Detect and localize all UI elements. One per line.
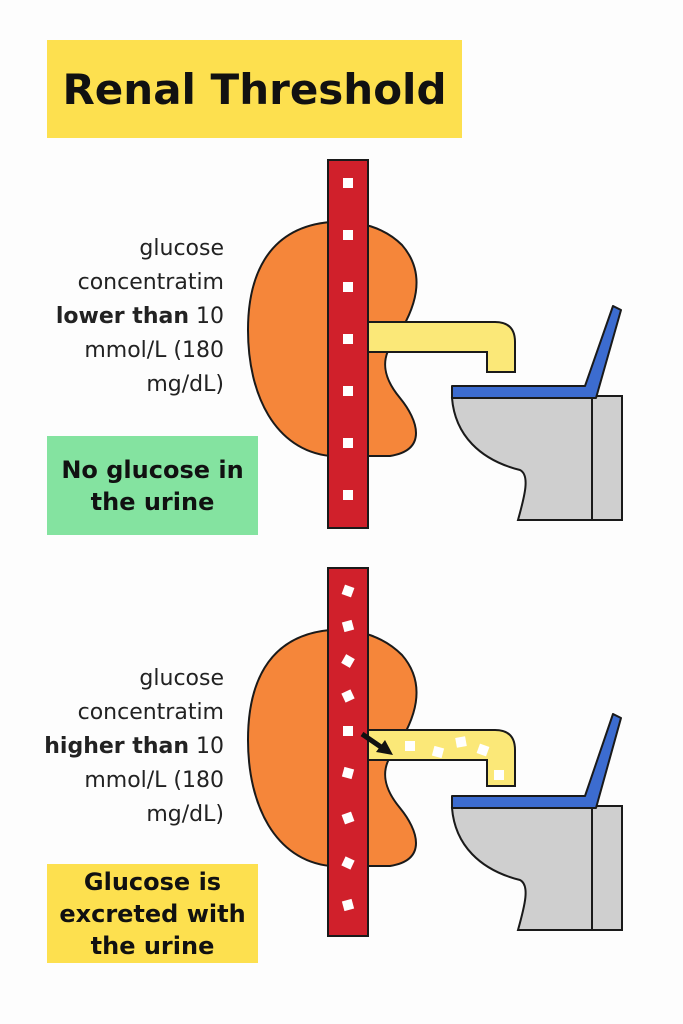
glucose-particles bbox=[343, 178, 353, 500]
desc-line: mmol/L (180 bbox=[84, 768, 224, 793]
desc-line: mmol/L (180 bbox=[84, 338, 224, 363]
glucose-concentration-description: glucose concentratim higher than 10 mmol… bbox=[30, 662, 224, 832]
toilet-seat bbox=[451, 713, 622, 809]
comparison-value: 10 bbox=[196, 734, 224, 759]
desc-line: mg/dL) bbox=[146, 802, 224, 827]
glucose-particles bbox=[341, 584, 355, 912]
result-box-no-glucose: No glucose in the urine bbox=[47, 436, 258, 535]
desc-line: glucose bbox=[139, 236, 224, 261]
ureter-tube bbox=[367, 321, 516, 373]
result-text: No glucose in the urine bbox=[61, 455, 244, 516]
arrow-icon bbox=[360, 731, 393, 755]
desc-line-comparison: higher than 10 bbox=[30, 730, 224, 764]
comparison-value: 10 bbox=[196, 304, 224, 329]
title-banner: Renal Threshold bbox=[47, 40, 462, 138]
panel-high-glucose-illustration bbox=[246, 567, 623, 937]
panel-low-glucose-illustration bbox=[246, 159, 623, 529]
toilet-icon bbox=[450, 305, 623, 521]
desc-line: concentratim bbox=[77, 270, 224, 295]
desc-line: glucose bbox=[139, 666, 224, 691]
result-box-glucose-excreted: Glucose is excreted with the urine bbox=[47, 864, 258, 963]
urine-glucose-particles bbox=[405, 736, 504, 780]
desc-line: concentratim bbox=[77, 700, 224, 725]
desc-line: mg/dL) bbox=[146, 372, 224, 397]
result-text: Glucose is excreted with the urine bbox=[59, 867, 246, 960]
comparison-bold: lower than bbox=[55, 304, 189, 329]
toilet-icon bbox=[450, 713, 623, 931]
desc-line-comparison: lower than 10 bbox=[30, 300, 224, 334]
comparison-bold: higher than bbox=[44, 734, 189, 759]
toilet-seat bbox=[451, 305, 622, 399]
glucose-concentration-description: glucose concentratim lower than 10 mmol/… bbox=[30, 232, 224, 402]
page-title: Renal Threshold bbox=[62, 64, 447, 114]
